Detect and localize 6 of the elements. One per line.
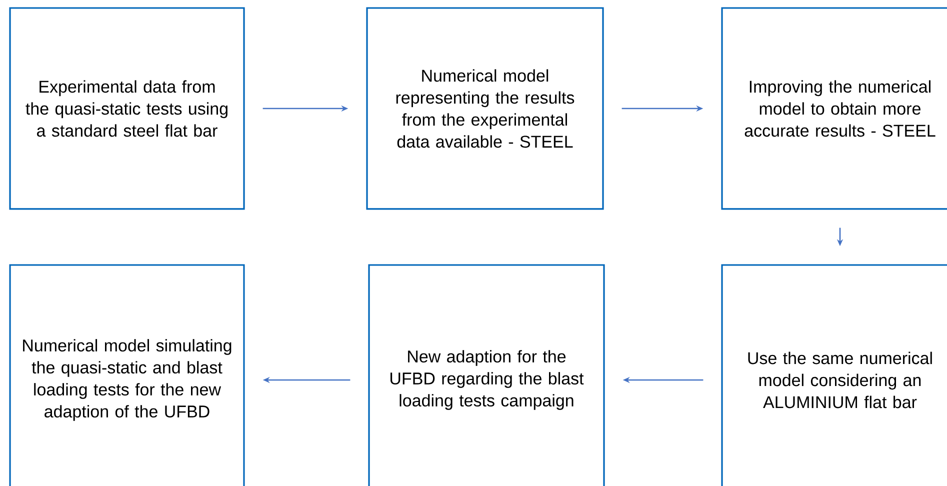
process-box: Improving the numerical model to obtain more accurate results - STEEL <box>721 7 947 210</box>
process-box: Experimental data from the quasi-static tests using a standard steel flat bar <box>9 7 245 210</box>
process-box: New adaption for the UFBD regarding the blast loading tests campaign <box>368 264 605 486</box>
process-box: Use the same numerical model considering an ALUMINIUM flat bar <box>721 264 947 486</box>
process-box: Numerical model representing the results from the experimental data available - STEEL <box>366 7 604 210</box>
process-box: Numerical model simulating the quasi-static and blast loading tests for the new adaption of the UFBD <box>9 264 245 486</box>
